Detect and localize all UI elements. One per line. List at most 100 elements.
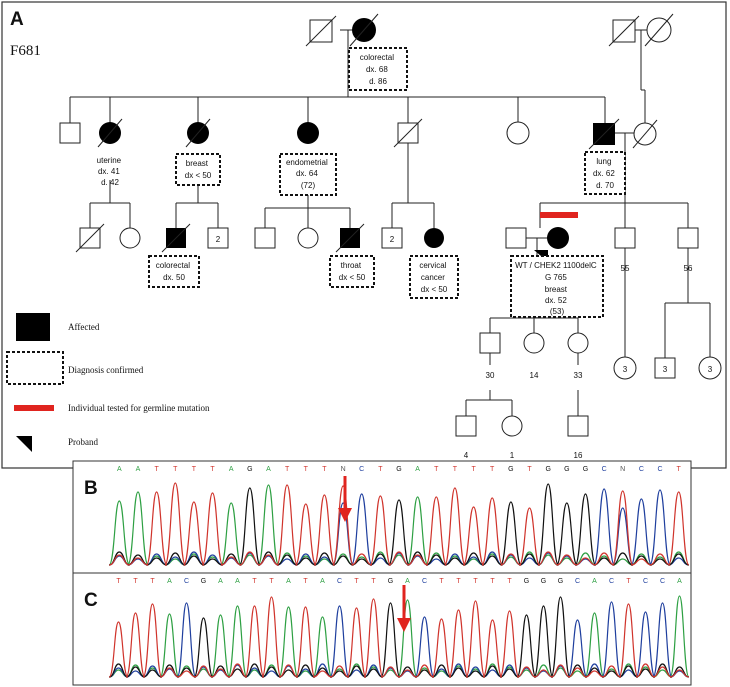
gen5-male bbox=[455, 415, 477, 437]
base-call-letter: T bbox=[434, 466, 439, 473]
proband-husband bbox=[505, 227, 527, 249]
base-call-letter: C bbox=[602, 466, 607, 473]
sibling-count: 2 bbox=[216, 235, 221, 244]
colorectal-son-dx-text: colorectal dx. 50 bbox=[156, 261, 192, 282]
gen3-male bbox=[254, 227, 276, 249]
base-call-letter: T bbox=[354, 578, 359, 585]
base-call-letter: C bbox=[575, 578, 580, 585]
gen3-male-group bbox=[381, 227, 403, 249]
base-call-letter: T bbox=[453, 466, 458, 473]
sibling-count: 2 bbox=[390, 235, 395, 244]
age-label: 4 bbox=[464, 451, 469, 460]
deceased-slash bbox=[349, 13, 379, 47]
age-label: 1 bbox=[510, 451, 515, 460]
age-label: 30 bbox=[486, 371, 495, 380]
base-call-letter: A bbox=[229, 466, 234, 473]
age-label: 33 bbox=[574, 371, 583, 380]
cervical-daughter-affected bbox=[424, 228, 444, 248]
base-call-letter: G bbox=[201, 578, 206, 585]
base-call-letter: N bbox=[620, 466, 625, 473]
age-label: 14 bbox=[530, 371, 539, 380]
grandmother-dx-text: colorectal dx. 68 d. 86 bbox=[360, 53, 396, 86]
gen4-female bbox=[523, 332, 545, 354]
deceased-slash bbox=[644, 13, 674, 47]
gen2-male bbox=[59, 122, 81, 144]
base-call-letter: A bbox=[405, 578, 410, 585]
panel-b-chromatogram bbox=[108, 482, 690, 566]
deceased-slash bbox=[185, 118, 211, 148]
base-call-letter: T bbox=[150, 578, 155, 585]
gen3-female bbox=[297, 227, 319, 249]
germline-tested-bar bbox=[540, 212, 578, 218]
base-call-letter: A bbox=[167, 578, 172, 585]
proband-affected bbox=[547, 227, 569, 249]
base-call-letter: T bbox=[507, 578, 512, 585]
panel-b-arrow-icon bbox=[338, 476, 352, 522]
base-call-letter: T bbox=[456, 578, 461, 585]
panel-b-label: B bbox=[84, 478, 98, 499]
base-call-letter: A bbox=[117, 466, 122, 473]
age-label: 16 bbox=[574, 451, 583, 460]
trace-channel-t bbox=[108, 596, 689, 678]
base-call-letter: A bbox=[415, 466, 420, 473]
panel-c-label: C bbox=[84, 590, 98, 611]
legend-proband-label: Proband bbox=[68, 437, 98, 447]
base-call-letter: C bbox=[184, 578, 189, 585]
deceased-slash bbox=[632, 119, 658, 149]
base-call-letter: G bbox=[396, 466, 401, 473]
base-call-letter: T bbox=[192, 466, 197, 473]
cervical-dx-text: cervical cancer dx < 50 bbox=[419, 261, 448, 294]
base-call-letter: G bbox=[524, 578, 529, 585]
base-call-letter: G bbox=[541, 578, 546, 585]
legend-tested-label: Individual tested for germline mutation bbox=[68, 403, 210, 413]
base-call-letter: T bbox=[677, 466, 682, 473]
legend-tested-swatch bbox=[14, 405, 54, 411]
deceased-slash bbox=[588, 118, 620, 150]
base-call-letter: G bbox=[558, 578, 563, 585]
base-call-letter: A bbox=[266, 466, 271, 473]
base-call-letter: T bbox=[173, 466, 178, 473]
endometrial-dx-box bbox=[279, 153, 337, 196]
base-call-letter: C bbox=[639, 466, 644, 473]
gen3-male-group bbox=[207, 227, 229, 249]
base-call-letter: T bbox=[490, 578, 495, 585]
trace-channel-t bbox=[108, 482, 690, 566]
proband-dx-text: WT / CHEK2 1100delC G 765 breast dx. 52 … bbox=[515, 261, 599, 316]
gen4-female-group bbox=[698, 356, 722, 380]
gen3-female bbox=[119, 227, 141, 249]
base-call-letter: C bbox=[359, 466, 364, 473]
deceased-slash bbox=[161, 223, 191, 253]
throat-dx-box bbox=[329, 255, 375, 288]
legend-affected-label: Affected bbox=[68, 322, 100, 332]
base-call-letter: T bbox=[304, 466, 309, 473]
endometrial-dx-text: endometrial dx. 64 (72) bbox=[286, 158, 330, 190]
base-call-letter: A bbox=[218, 578, 223, 585]
endometrial-sister-affected bbox=[297, 122, 319, 144]
family-id: F681 bbox=[10, 43, 41, 59]
panel-a-label: A bbox=[10, 9, 24, 30]
base-call-letter: T bbox=[490, 466, 495, 473]
lung-dx-box bbox=[584, 151, 626, 195]
base-call-letter: G bbox=[564, 466, 569, 473]
panel-b-frame bbox=[72, 460, 692, 574]
base-call-letter: T bbox=[471, 466, 476, 473]
base-call-letter: G bbox=[545, 466, 550, 473]
base-call-letter: C bbox=[660, 578, 665, 585]
deceased-slash bbox=[393, 118, 423, 148]
sibling-count: 3 bbox=[708, 365, 713, 374]
base-call-letter: A bbox=[320, 578, 325, 585]
base-call-letter: T bbox=[322, 466, 327, 473]
base-call-letter: T bbox=[154, 466, 159, 473]
gen2-female bbox=[506, 121, 530, 145]
base-call-letter: T bbox=[116, 578, 121, 585]
deceased-slash bbox=[335, 223, 365, 253]
legend-confirmed-swatch bbox=[6, 351, 64, 385]
deceased-slash bbox=[97, 118, 123, 148]
base-call-letter: A bbox=[136, 466, 141, 473]
base-call-letter: T bbox=[473, 578, 478, 585]
base-call-letter: T bbox=[252, 578, 257, 585]
deceased-slash bbox=[608, 15, 640, 47]
